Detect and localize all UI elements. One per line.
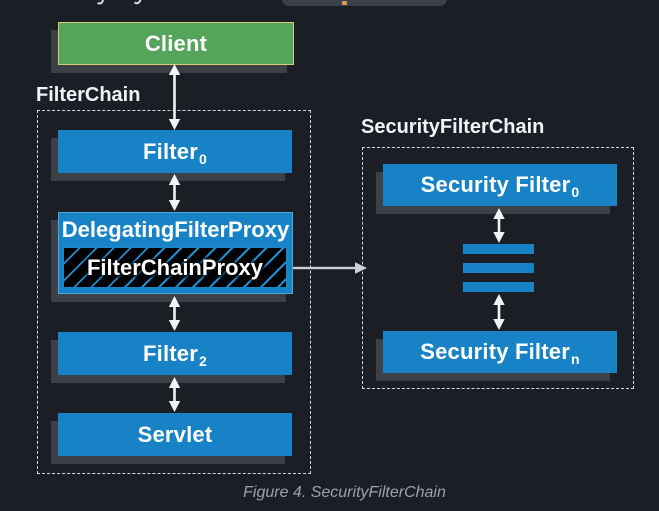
filter-chain-proxy-node: FilterChainProxy xyxy=(62,246,288,289)
securityfilterchain-group-label: SecurityFilterChain xyxy=(361,116,545,138)
filterchain-group-label: FilterChain xyxy=(36,84,141,106)
security-filter0-label: Security Filter xyxy=(420,172,571,197)
code-chip-text-fragment xyxy=(342,1,347,5)
security-filtern-label: Security Filter xyxy=(420,339,570,364)
ellipsis-bar xyxy=(463,282,534,292)
servlet-label: Servlet xyxy=(137,421,213,447)
security-filter0-subscript: 0 xyxy=(571,184,580,200)
filter2-subscript: 2 xyxy=(199,352,207,369)
client-node: Client xyxy=(58,22,294,65)
cropped-text-descenders-icon xyxy=(97,0,142,5)
code-chip[interactable] xyxy=(282,0,447,6)
filter-chain-proxy-label: FilterChainProxy xyxy=(86,254,264,280)
client-label: Client xyxy=(144,30,208,56)
servlet-node: Servlet xyxy=(58,413,292,456)
ellipsis-bar xyxy=(463,263,534,273)
delegating-filter-proxy-label: DelegatingFilterProxy xyxy=(61,216,290,242)
filter2-label: Filter xyxy=(143,340,198,366)
security-filtern-subscript: n xyxy=(570,351,580,367)
ellipsis-bar xyxy=(463,244,534,254)
figure-caption: Figure 4. SecurityFilterChain xyxy=(243,484,446,501)
filter0-subscript: 0 xyxy=(199,150,207,167)
filter0-label: Filter xyxy=(143,138,198,164)
